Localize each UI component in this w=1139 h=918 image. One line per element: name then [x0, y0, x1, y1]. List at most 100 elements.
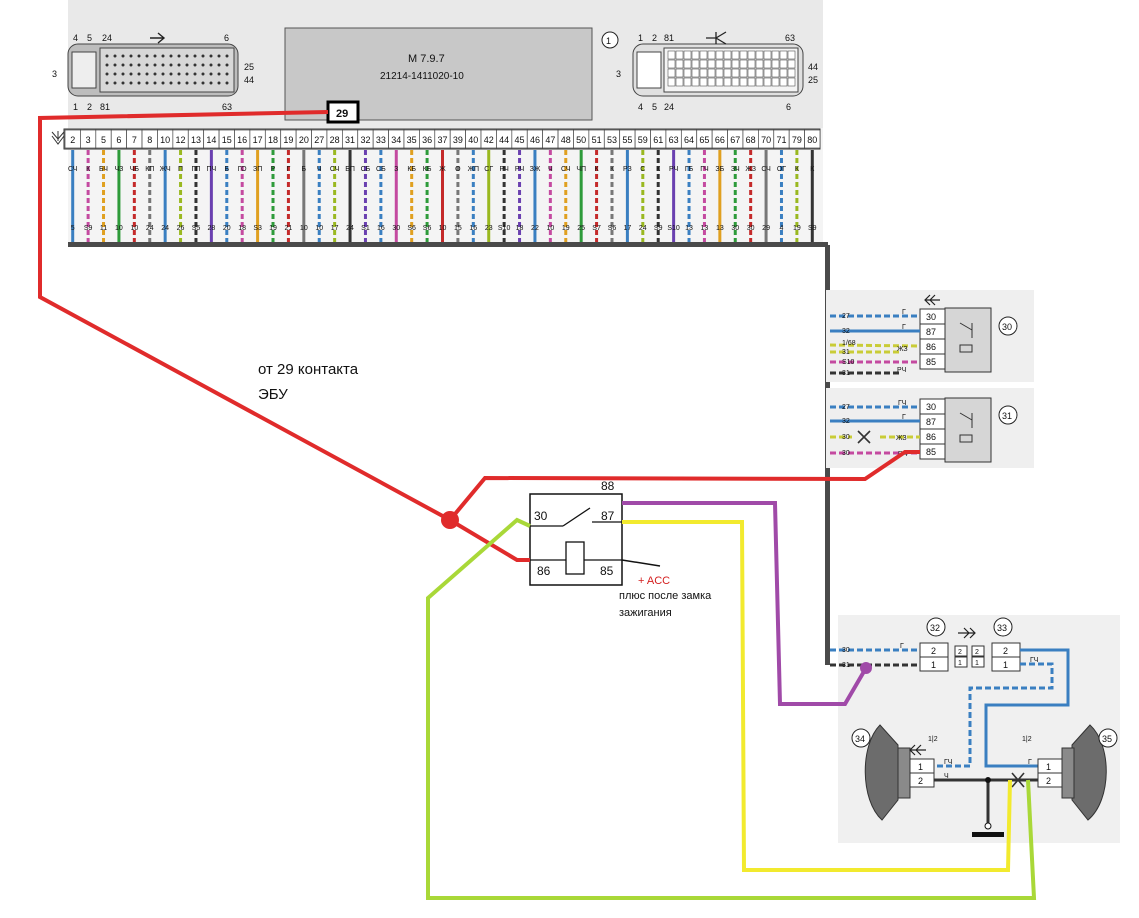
ecu-pin-number: 7: [132, 135, 137, 145]
ecu-pin-number: 27: [314, 135, 324, 145]
ecu-pin-number: 64: [684, 135, 694, 145]
ecu-wire-color-code: РЧ: [515, 166, 525, 173]
ecu-pin-number: 70: [761, 135, 771, 145]
ecu-pin-number: 42: [484, 135, 494, 145]
arrow-left-icon: [909, 744, 926, 756]
ecu-wire-destination: 24: [346, 225, 354, 232]
ecu-wire-color-code: СГ: [484, 166, 493, 173]
ecu-wire-color-code: ЖП: [468, 166, 480, 173]
ecu-wire-destination: 18: [238, 225, 246, 232]
connector-pin-dot: [217, 54, 221, 58]
left-conn-pin-44: 44: [244, 75, 254, 85]
connector-pin-dot: [169, 81, 173, 85]
conn-in-30: 30: [842, 647, 850, 654]
connector-pin-socket: [763, 50, 772, 60]
ecu-wire-color-code: СЧ: [68, 166, 78, 173]
ecu-pin-number: 39: [453, 135, 463, 145]
purple-wire: [622, 501, 868, 706]
conn-wire-gch: ГЧ: [1030, 657, 1039, 664]
ecu-wire-destination: S9: [808, 225, 817, 232]
left-conn-pin-3: 3: [52, 69, 57, 79]
relay-30-number: 30: [1002, 322, 1012, 332]
ecu-wire-color-code: ПЧ: [207, 166, 217, 173]
connector-pin-dot: [145, 63, 149, 67]
connector-pin-dot: [169, 63, 173, 67]
connector-pin-socket: [699, 50, 708, 60]
connector-pin-socket: [707, 59, 716, 69]
connector-pin-dot: [209, 72, 213, 76]
relay-31: 31 30 87 86 85 27 32 30 30 ГЧ Г ЖЗ РЧ: [826, 388, 1034, 468]
ecu-pin-number: 48: [561, 135, 571, 145]
relay-31-pin-87: 87: [926, 417, 936, 427]
connector-pin-dot: [153, 63, 157, 67]
r31-wire-color-g: Г: [902, 414, 906, 421]
r30-wire-from-31a: 31: [842, 349, 850, 356]
horn-34-wire-1: ГЧ: [944, 759, 953, 766]
connector-pin-socket: [771, 68, 780, 78]
connector-pin-dot: [209, 81, 213, 85]
ecu-model: M 7.9.7: [408, 53, 445, 65]
connector-pin-socket: [683, 59, 692, 69]
ecu-pin-number: 33: [376, 135, 386, 145]
red-wire-from-pin-29: [38, 110, 530, 562]
horn-panel: 30 31 Г 32 2 1 2 1 2 1 33 2 1 ГЧ: [830, 615, 1120, 843]
connector-pin-dot: [129, 81, 133, 85]
connector-pin-dot: [153, 72, 157, 76]
ecu-wire-destination: S7: [592, 225, 601, 232]
connector-pin-dot: [185, 63, 189, 67]
mid-pin-1a: 1: [958, 660, 962, 667]
connector-pin-dot: [185, 54, 189, 58]
added-relay-pin-86: 86: [537, 564, 551, 578]
connector-pin-socket: [731, 68, 740, 78]
connector-pin-dot: [225, 72, 229, 76]
connector-pin-dot: [177, 54, 181, 58]
connector-pin-socket: [723, 77, 732, 87]
horn-35-pin-1: 1: [1046, 762, 1051, 772]
connector-pin-socket: [683, 77, 692, 87]
ecu-wire-color-code: ЧБ: [130, 166, 140, 173]
right-conn-pin-25: 25: [808, 75, 818, 85]
connector-pin-socket: [675, 77, 684, 87]
connector-pin-socket: [739, 68, 748, 78]
connector-pin-dot: [201, 72, 205, 76]
connector-pin-socket: [731, 50, 740, 60]
connector-pin-dot: [161, 54, 165, 58]
connector-pin-dot: [129, 54, 133, 58]
ecu-pin-number: 14: [206, 135, 216, 145]
ecu-pin-number: 17: [253, 135, 263, 145]
ecu-wire-color-code: ОГ: [777, 166, 786, 173]
ecu-wire-color-code: К: [795, 166, 800, 173]
horn-34-pin-1: 1: [918, 762, 923, 772]
right-conn-pin-4: 4: [638, 102, 643, 112]
horn-35-pin-2: 2: [1046, 776, 1051, 786]
r31-wire-color-zhz: ЖЗ: [896, 435, 907, 442]
ecu-pin-number: 65: [699, 135, 709, 145]
connector-pin-socket: [779, 50, 788, 60]
connector-pin-socket: [739, 50, 748, 60]
ecu-pin-number: 28: [330, 135, 340, 145]
connector-pin-dot: [137, 54, 141, 58]
ecu-wire-destination: S9: [84, 225, 93, 232]
connector-pin-socket: [739, 77, 748, 87]
connector-pin-socket: [755, 77, 764, 87]
connector-pin-socket: [787, 68, 796, 78]
ecu-wire-destination: 5: [71, 225, 75, 232]
ecu-wire-color-code: ГБ: [685, 166, 694, 173]
connector-pin-dot: [121, 54, 125, 58]
connector-pin-dot: [177, 72, 181, 76]
ecu-wire-color-code: ЖЧ: [160, 166, 171, 173]
ecu-pin-number: 53: [607, 135, 617, 145]
ecu-wire-color-code: ГО: [238, 166, 247, 173]
connector-pin-socket: [787, 50, 796, 60]
right-conn-pin-3: 3: [616, 69, 621, 79]
ecu-wire-destination: 20: [223, 225, 231, 232]
connector-pin-socket: [763, 59, 772, 69]
arrow-right-icon: [958, 627, 976, 639]
r30-wire-color-g2: Г: [902, 324, 906, 331]
connector-pin-dot: [137, 81, 141, 85]
ecu-pin-number: 19: [283, 135, 293, 145]
ecu-pin-number: 40: [468, 135, 478, 145]
connector-pin-dot: [209, 63, 213, 67]
connector-pin-dot: [121, 72, 125, 76]
ecu-pin-number: 13: [191, 135, 201, 145]
